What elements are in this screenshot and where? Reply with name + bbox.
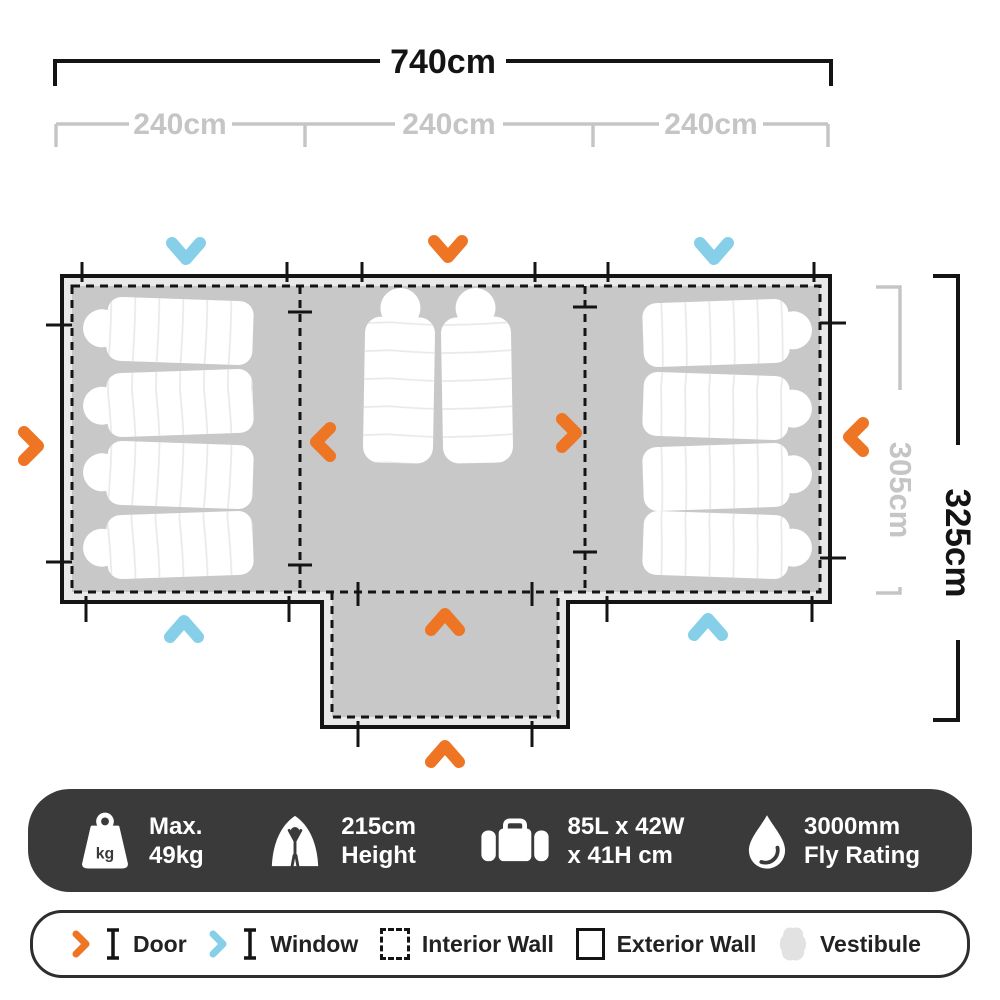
legend-item-interior-wall: Interior Wall	[379, 928, 554, 960]
dim-740-bracket-left	[53, 59, 380, 86]
door-jamb-icon	[107, 928, 119, 960]
window-icon	[209, 930, 227, 958]
dim-240-label-3: 240cm	[664, 108, 757, 141]
legend-item-window: Window	[208, 926, 358, 962]
window-jamb-icon	[244, 928, 257, 960]
window-arrows	[164, 237, 734, 643]
legend-item-door: Door	[71, 926, 187, 962]
door-arrow-vestibule-inner	[425, 608, 465, 636]
door-arrow-left-side	[18, 426, 44, 466]
sleeping-bag	[642, 442, 812, 512]
sleeping-bag	[642, 510, 812, 580]
sleeping-bags-left-room	[83, 296, 254, 580]
interior-wall-perimeter	[70, 284, 822, 594]
sleeping-bag	[83, 510, 254, 580]
sleeping-bag	[83, 440, 254, 510]
dimension-total-depth	[933, 274, 960, 722]
door-icon	[72, 930, 90, 958]
sleeping-bag	[83, 368, 254, 438]
spec-max-weight-text: Max.49kg	[149, 812, 204, 869]
window-arrow-bottom-right	[688, 613, 728, 641]
dim-240-label-1: 240cm	[133, 108, 226, 141]
spec-max-weight: kg Max.49kg	[78, 810, 204, 872]
water-drop-icon	[748, 814, 786, 869]
window-arrow-top-left	[166, 237, 206, 265]
dimension-sections	[54, 122, 830, 147]
interior-wall-icon	[379, 928, 410, 960]
door-arrow-vestibule-outer	[425, 740, 465, 768]
legend-item-exterior-wall: Exterior Wall	[575, 928, 757, 960]
guy-line-ticks	[46, 262, 846, 747]
vestibule-interior-wall	[330, 592, 560, 719]
dim-305-label: 305cm	[883, 442, 918, 539]
sleeping-bag	[83, 296, 254, 366]
sleeping-bag	[642, 298, 812, 368]
door-arrow-top-center	[428, 235, 468, 263]
legend-label-interior-wall: Interior Wall	[421, 930, 554, 957]
legend-label-window: Window	[270, 930, 359, 957]
sleeping-bag	[642, 371, 812, 441]
legend-label-exterior-wall: Exterior Wall	[616, 930, 757, 957]
duffel-bag-icon	[480, 817, 549, 861]
window-arrow-top-right	[694, 237, 734, 265]
weight-icon-kg-label: kg	[96, 845, 114, 862]
sleeping-bags-living-area	[363, 288, 513, 464]
dim-740-bracket-right	[506, 59, 833, 86]
dim-240-label-2: 240cm	[402, 108, 495, 141]
legend-label-door: Door	[133, 930, 187, 957]
interior-walls	[70, 284, 822, 719]
sleeping-bag	[363, 288, 435, 464]
tent-height-icon	[272, 815, 319, 868]
vestibule-icon	[779, 927, 807, 961]
sleeping-bag	[441, 288, 513, 464]
door-arrow-interior-left	[310, 422, 336, 462]
legend-label-vestibule: Vestibule	[819, 930, 921, 957]
legend-bar: Door Window Interior Wall Exterior Wall …	[30, 910, 970, 978]
door-arrow-right-side	[843, 417, 869, 457]
floorplan-canvas: 740cm 240cm 240cm 240cm	[18, 43, 977, 768]
dimension-total-width	[53, 59, 833, 86]
exterior-wall-icon	[575, 928, 605, 960]
door-arrows	[18, 235, 869, 768]
dim-325-label: 325cm	[938, 489, 977, 598]
window-arrow-bottom-left	[164, 615, 204, 643]
weight-icon: kg	[82, 812, 128, 868]
sleeping-bags-right-room	[642, 298, 812, 580]
dim-740-label: 740cm	[390, 43, 496, 81]
legend-item-vestibule: Vestibule	[778, 926, 921, 962]
dimension-inner-depth	[876, 285, 902, 595]
door-arrow-interior-right	[556, 413, 582, 453]
